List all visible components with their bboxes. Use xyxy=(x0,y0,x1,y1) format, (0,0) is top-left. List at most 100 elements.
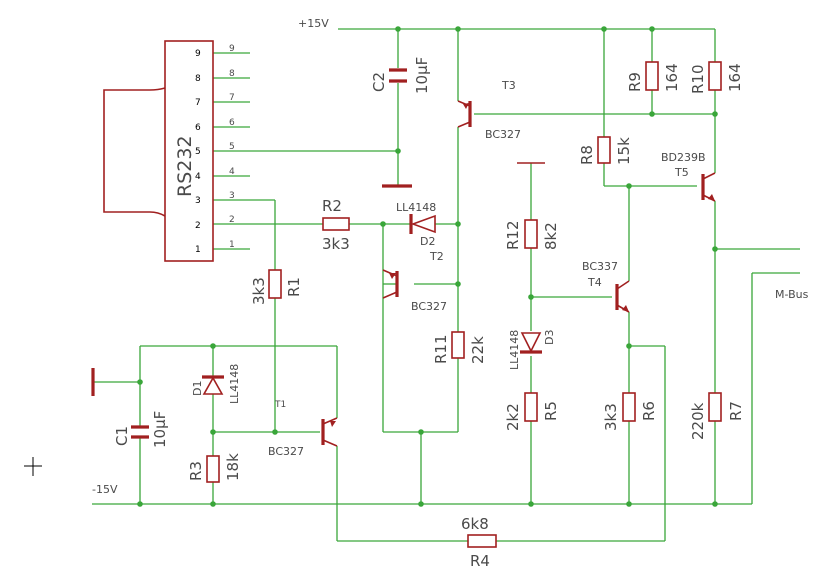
net-label-mbus: M-Bus xyxy=(775,288,809,301)
r7-value: 220k xyxy=(689,402,707,440)
junction-dot xyxy=(395,26,401,32)
pin-pad-label: 5 xyxy=(229,142,235,152)
r9-value: 164 xyxy=(663,63,681,92)
net-label-vminus: -15V xyxy=(92,483,118,496)
r1-value: 3k3 xyxy=(250,277,268,305)
d2-ref: D2 xyxy=(420,235,435,248)
resistor-r12: R12 8k2 xyxy=(504,219,560,250)
resistor-r7: 220k R7 xyxy=(689,392,745,440)
pin-label: 2 xyxy=(195,221,201,231)
t4-ref: T4 xyxy=(587,276,602,289)
capacitor-c1: C1 10µF xyxy=(113,411,169,448)
wires xyxy=(92,28,800,542)
resistor-r11: R11 22k xyxy=(432,331,487,364)
diode-d3: LL4148 D3 xyxy=(508,330,556,370)
pin-pad-label: 7 xyxy=(229,93,235,103)
junction-dot xyxy=(601,26,607,32)
d3-ref: D3 xyxy=(543,330,556,345)
junction-dot xyxy=(626,343,632,349)
t3-value: BC327 xyxy=(485,128,521,141)
d1-ref: D1 xyxy=(191,381,204,396)
r3-value: 18k xyxy=(224,453,242,481)
t5-ref: T5 xyxy=(674,166,689,179)
r8-ref: R8 xyxy=(578,145,596,165)
capacitor-c2: C2 10µF xyxy=(370,57,431,94)
r2-value: 3k3 xyxy=(322,235,350,253)
t2-ref: T2 xyxy=(429,250,444,263)
junction-dot xyxy=(528,501,534,507)
resistor-r9: R9 164 xyxy=(626,61,681,92)
r4-ref: R4 xyxy=(470,552,490,570)
junction-dot xyxy=(455,221,461,227)
origin-cross-icon xyxy=(24,457,42,476)
junction-dot xyxy=(137,379,143,385)
d1-value: LL4148 xyxy=(228,364,241,404)
r6-value: 3k3 xyxy=(602,403,620,431)
resistor-r1: R1 3k3 xyxy=(250,269,303,305)
junction-dot xyxy=(395,148,401,154)
junction-dot xyxy=(418,429,424,435)
junction-dot xyxy=(455,281,461,287)
diode-d2: LL4148 D2 xyxy=(396,201,436,248)
junction-dot xyxy=(712,501,718,507)
r8-value: 15k xyxy=(615,137,633,165)
r5-value: 2k2 xyxy=(504,403,522,431)
transistor-t2: T2 BC327 xyxy=(382,250,447,313)
connector-pin-pad-numbers: 9 8 7 6 5 4 3 2 1 xyxy=(229,44,235,250)
r10-value: 164 xyxy=(726,63,744,92)
resistor-r3: R3 18k xyxy=(187,453,242,483)
junction-dot xyxy=(528,294,534,300)
c2-value: 10µF xyxy=(413,57,431,94)
connector-name: RS232 xyxy=(174,135,196,197)
r9-ref: R9 xyxy=(626,72,644,92)
junctions xyxy=(137,26,718,507)
junction-dot xyxy=(626,183,632,189)
pin-pad-label: 4 xyxy=(229,167,235,177)
pin-label: 5 xyxy=(195,147,201,157)
pin-pad-label: 2 xyxy=(229,215,235,225)
junction-dot xyxy=(455,26,461,32)
junction-dot xyxy=(380,221,386,227)
pin-pad-label: 9 xyxy=(229,44,235,54)
pin-pad-label: 3 xyxy=(229,191,235,201)
junction-dot xyxy=(210,429,216,435)
pin-label: 8 xyxy=(195,74,201,84)
transistor-t1: T1 BC327 xyxy=(268,400,338,458)
r11-value: 22k xyxy=(469,336,487,364)
resistor-r6: 3k3 R6 xyxy=(602,392,658,431)
junction-dot xyxy=(418,501,424,507)
t3-ref: T3 xyxy=(501,79,516,92)
pin-label: 9 xyxy=(195,49,201,59)
r10-ref: R10 xyxy=(689,64,707,94)
junction-dot xyxy=(712,246,718,252)
junction-dot xyxy=(649,26,655,32)
pin-label: 1 xyxy=(195,245,201,255)
resistor-r10: R10 164 xyxy=(689,61,744,94)
d3-value: LL4148 xyxy=(508,330,521,370)
r6-ref: R6 xyxy=(640,401,658,421)
pin-pad-label: 6 xyxy=(229,118,235,128)
r1-ref: R1 xyxy=(285,277,303,297)
rs232-connector: RS232 9 8 7 6 5 4 3 2 1 9 8 7 6 5 4 3 2 … xyxy=(103,40,235,262)
t1-value: BC327 xyxy=(268,445,304,458)
r12-value: 8k2 xyxy=(542,222,560,250)
junction-dot xyxy=(626,501,632,507)
r3-ref: R3 xyxy=(187,461,205,481)
t2-value: BC327 xyxy=(411,300,447,313)
diode-d1: D1 LL4148 xyxy=(191,364,241,404)
r2-ref: R2 xyxy=(322,197,342,215)
r5-ref: R5 xyxy=(542,401,560,421)
transistor-t3: T3 BC327 xyxy=(457,79,521,141)
transistor-t4: BC337 T4 xyxy=(582,260,630,313)
d2-value: LL4148 xyxy=(396,201,436,214)
c1-ref: C1 xyxy=(113,426,131,446)
pin-pad-label: 8 xyxy=(229,69,235,79)
t4-value: BC337 xyxy=(582,260,618,273)
junction-dot xyxy=(210,343,216,349)
pin-label: 3 xyxy=(195,196,201,206)
c1-value: 10µF xyxy=(151,411,169,448)
r12-ref: R12 xyxy=(504,220,522,250)
junction-dot xyxy=(712,111,718,117)
resistor-r5: 2k2 R5 xyxy=(504,392,560,431)
